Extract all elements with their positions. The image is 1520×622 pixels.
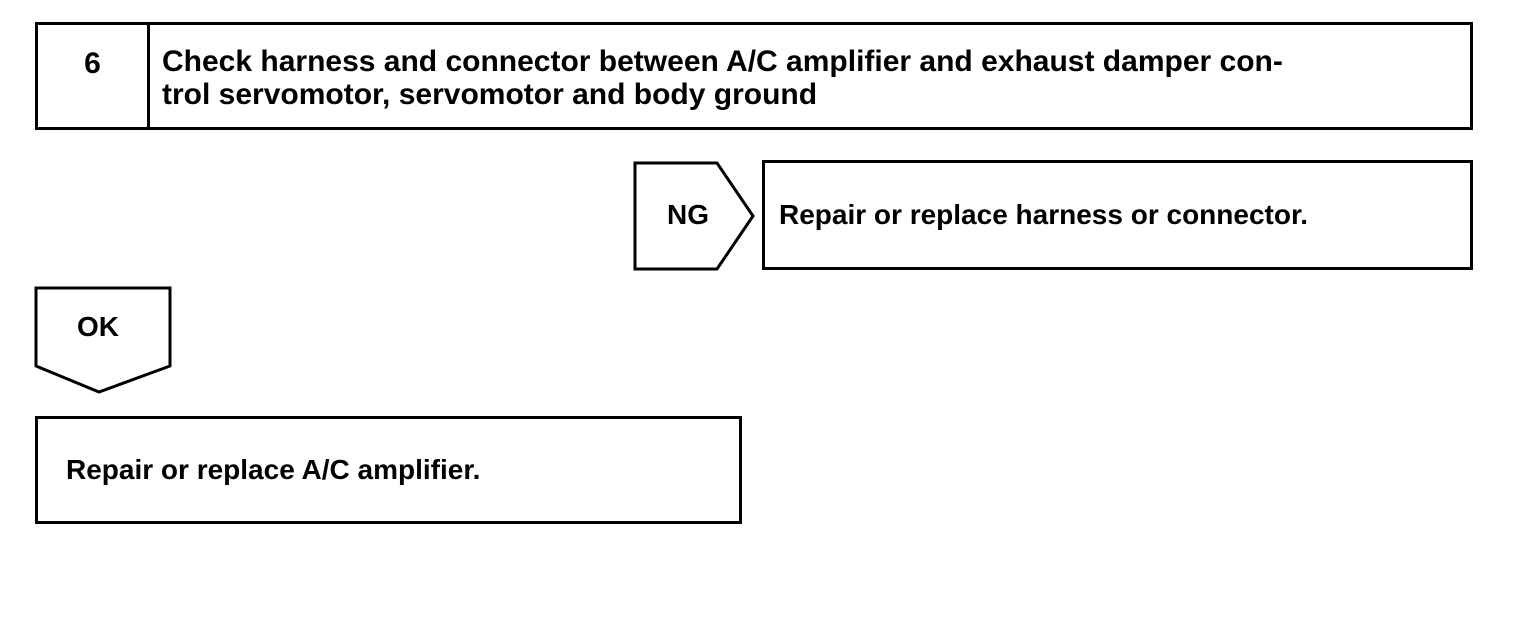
ng-label: NG (667, 199, 709, 230)
ok-label: OK (77, 311, 119, 342)
step-title: Check harness and connector between A/C … (162, 45, 1283, 111)
step-box: 6 Check harness and connector between A/… (35, 22, 1473, 130)
ok-arrow-shape (34, 286, 172, 394)
ok-action-text: Repair or replace A/C amplifier. (66, 454, 481, 485)
ok-action-box: Repair or replace A/C amplifier. (35, 416, 742, 524)
ng-action-box: Repair or replace harness or connector. (762, 160, 1473, 270)
step-number: 6 (38, 25, 150, 127)
ng-arrow-shape (633, 161, 755, 271)
ng-action-text: Repair or replace harness or connector. (779, 199, 1309, 230)
